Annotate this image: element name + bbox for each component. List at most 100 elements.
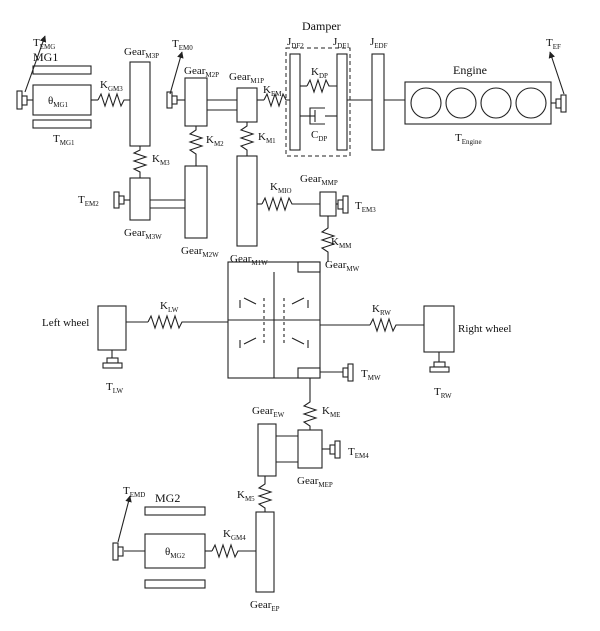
mg1-stator-top [32,65,92,75]
label-k-rw: KRW [372,303,391,317]
label-gear-m2p: GearM2P [184,65,219,79]
engine-cylinder [410,87,442,119]
spring-km5 [257,476,273,512]
label-t-em3: TEM3 [355,200,376,214]
damper-box [285,47,351,157]
label-k-m3: KM3 [152,153,170,167]
mg2-stator-bottom [144,579,206,589]
label-gear-m3w: GearM3W [124,227,162,241]
label-t-mw: TMW [361,368,381,382]
label-k-lw: KLW [160,300,179,314]
spring-klw [147,314,228,330]
brake-tem3 [342,195,349,214]
brake-tem0 [166,91,173,109]
label-k-mio: KMIO [270,181,292,195]
label-gear-mmp: GearMMP [300,173,338,187]
damper-title: Damper [302,19,341,33]
gear-mmp [319,191,337,217]
spring-kem [263,92,290,108]
spring-kmm [320,216,336,262]
left-wheel [97,305,127,351]
mg1-title: MG1 [33,50,58,64]
label-t-emd: TEMD [123,485,145,499]
gear-m2p [184,77,208,127]
mg2-title: MG2 [155,491,180,505]
brake-tef [560,94,567,113]
spring-kdp [306,78,337,94]
label-j-edf: JEDF [370,36,388,50]
gear-ew [257,423,277,477]
label-t-ef: TEF [546,37,561,51]
jdf2 [289,53,301,151]
brake-tem2 [113,191,120,209]
label-t-em4: TEM4 [348,446,369,460]
brake-temd [112,542,119,561]
gear-mep [297,429,323,469]
spring-kmio [261,196,320,212]
label-gear-ew: GearEW [252,405,285,419]
label-k-dp: KDP [311,66,328,80]
mg2-group [112,495,256,589]
brake-tmw [347,363,354,382]
mg1-group [16,35,130,129]
label-t-em2: TEM2 [78,194,99,208]
label-gear-ep: GearEP [250,599,280,613]
mg2-rotor [144,533,206,569]
label-t-mg1: TMG1 [53,133,75,147]
spring-kgm4 [211,543,256,559]
engine-cylinder [480,87,512,119]
mg1-rotor [32,84,92,116]
spring-km1 [239,122,255,156]
label-k-em: KEM [263,84,282,98]
label-theta-mg1: θMG1 [48,95,69,109]
label-j-df2: JDF2 [287,36,304,50]
right-wheel [423,305,455,353]
gear-m1w [236,155,258,247]
brake-tem4 [334,440,341,459]
jedf [371,53,385,151]
brake-tlw [102,362,123,369]
label-k-gm3: KGM3 [100,79,123,93]
label-gear-mep: GearMEP [297,475,333,489]
engine-cylinder [515,87,547,119]
mg1-stator-bottom [32,119,92,129]
label-gear-mw: GearMW [325,259,360,273]
label-k-me: KME [322,405,340,419]
label-c-dp: CDP [311,129,327,143]
label-k-gm4: KGM4 [223,528,246,542]
label-gear-m3p: GearM3P [124,46,159,60]
label-t-em0: TEM0 [172,38,193,52]
mg2-stator-top [144,506,206,516]
label-k-m5: KM5 [237,489,255,503]
spring-kgm3 [97,92,130,108]
label-j-df1: JDF1 [333,36,350,50]
mg1-brake [16,90,23,110]
label-k-m2: KM2 [206,134,224,148]
label-gear-m1w: GearM1W [230,253,268,267]
spring-kme [302,378,318,434]
spring-km2 [188,126,204,166]
label-k-m1: KM1 [258,131,276,145]
label-k-mm: KMM [331,236,352,250]
gear-m3p [129,61,151,147]
differential [227,261,321,379]
damper-cdp [309,107,325,125]
label-t-emg: TEMG [33,37,55,51]
right-wheel-label: Right wheel [458,323,511,335]
engine-cylinder [445,87,477,119]
spring-krw [369,317,424,333]
spring-km3 [132,146,148,178]
gear-ep [255,511,275,593]
left-wheel-label: Left wheel [42,317,89,329]
label-gear-m1p: GearM1P [229,71,264,85]
label-theta-mg2: θMG2 [165,546,186,560]
gear-m2w [184,165,208,239]
label-t-lw: TLW [106,381,123,395]
jdf1 [336,53,348,151]
brake-trw [429,366,450,373]
label-t-rw: TRW [434,386,452,400]
gear-m3w [129,177,151,221]
gear-m1p [236,87,258,123]
